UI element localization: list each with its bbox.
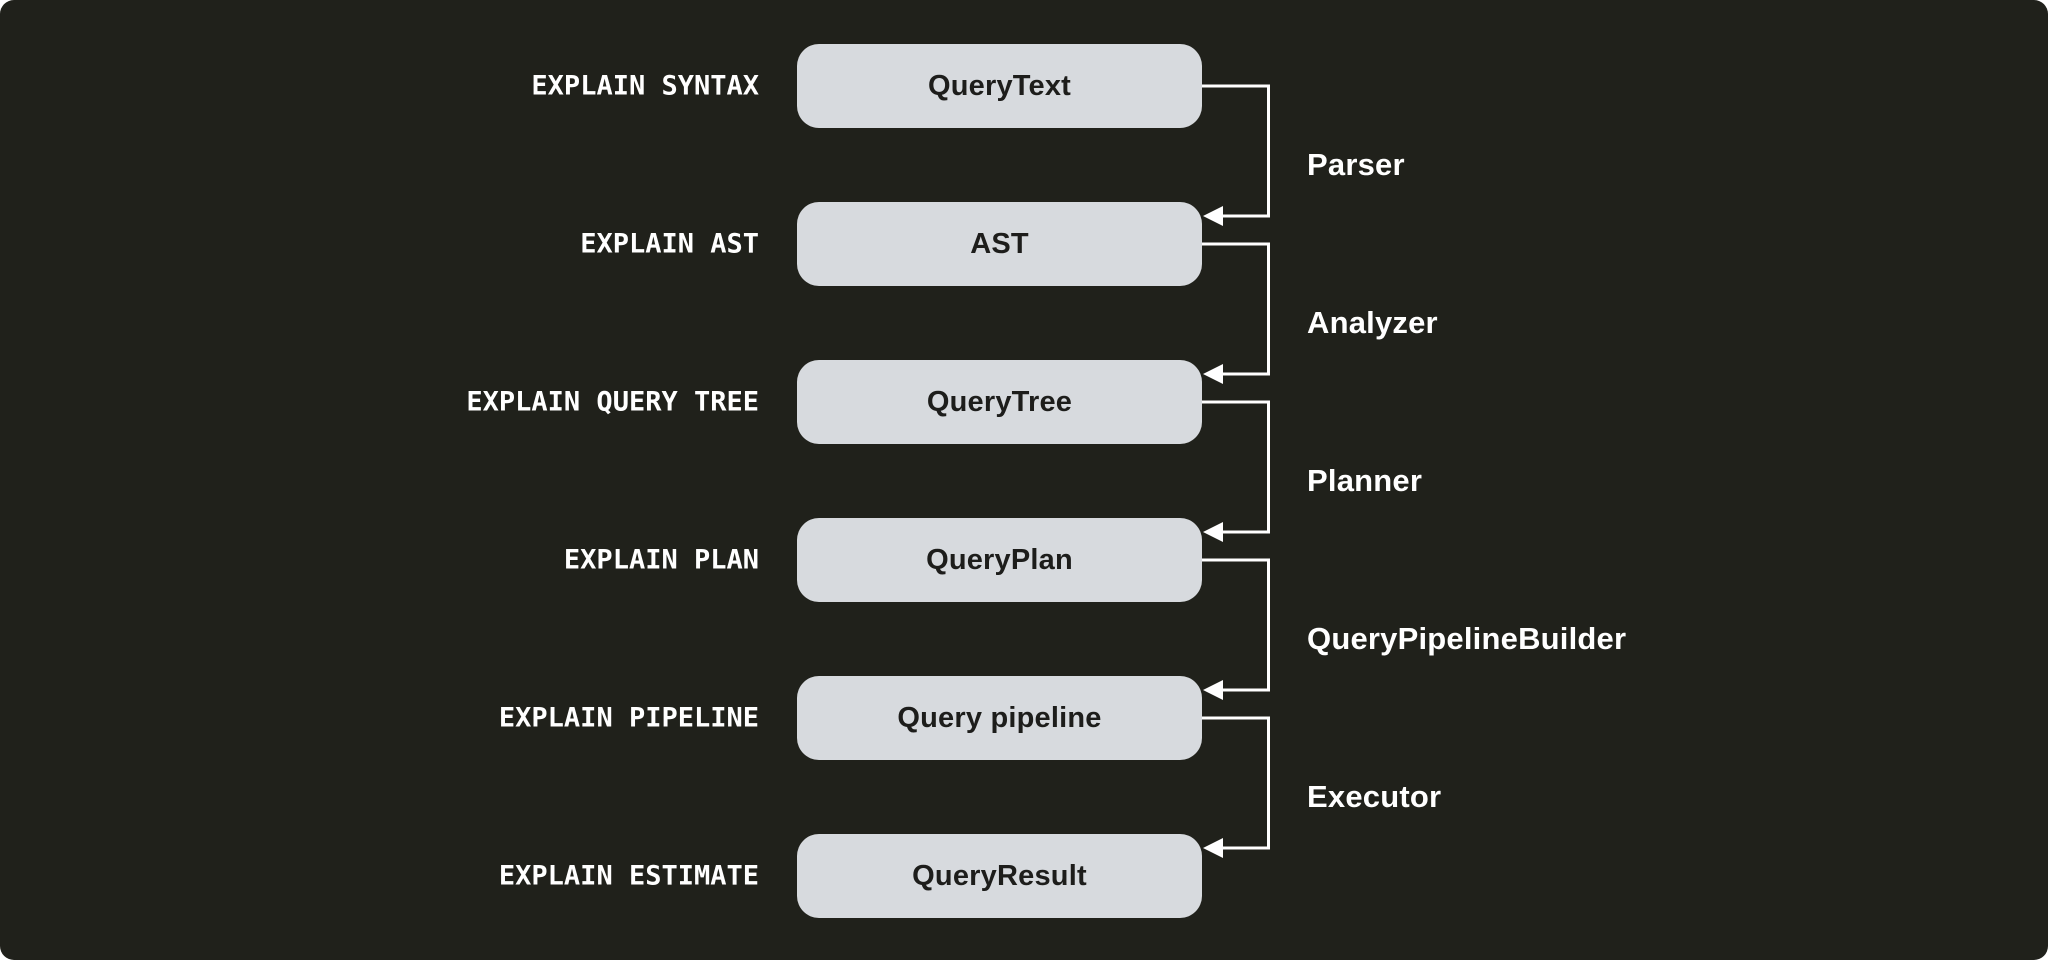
node-box-queryresult: QueryResult: [797, 834, 1202, 918]
arrow-line: [1202, 242, 1270, 376]
arrowhead-icon: [1203, 206, 1223, 226]
arrow-line: [1202, 558, 1270, 692]
explain-syntax-label: EXPLAIN SYNTAX: [531, 70, 759, 102]
node-label: QueryText: [927, 69, 1072, 102]
arrow-line: [1202, 84, 1270, 218]
stage-label-querypipelinebuilder: QueryPipelineBuilder: [1307, 621, 1627, 656]
connector-parser: [1202, 84, 1270, 226]
node-box-ast: AST: [797, 202, 1202, 286]
stage-label-analyzer: Analyzer: [1307, 305, 1438, 340]
explain-pipeline-label: EXPLAIN PIPELINE: [498, 702, 759, 734]
node-label: Query pipeline: [897, 701, 1102, 734]
stage-label-executor: Executor: [1307, 779, 1442, 814]
explain-ast-label: EXPLAIN AST: [580, 228, 759, 260]
node-label: QueryResult: [912, 859, 1087, 892]
node-box-querytext: QueryText: [797, 44, 1202, 128]
node-label: AST: [970, 227, 1029, 260]
node-label: QueryTree: [926, 385, 1073, 418]
arrowhead-icon: [1203, 522, 1223, 542]
connector-analyzer: [1202, 242, 1270, 384]
stage-label-planner: Planner: [1307, 463, 1423, 498]
connector-planner: [1202, 400, 1270, 542]
arrowhead-icon: [1203, 838, 1223, 858]
stage-label-parser: Parser: [1307, 147, 1405, 182]
node-label: QueryPlan: [926, 543, 1073, 576]
arrow-line: [1202, 400, 1270, 534]
node-box-querytree: QueryTree: [797, 360, 1202, 444]
explain-query-tree-label: EXPLAIN QUERY TREE: [466, 386, 759, 418]
node-box-queryplan: QueryPlan: [797, 518, 1202, 602]
node-box-query-pipeline: Query pipeline: [797, 676, 1202, 760]
explain-plan-label: EXPLAIN PLAN: [563, 544, 759, 576]
connector-querypipelinebuilder: [1202, 558, 1270, 700]
arrowhead-icon: [1203, 680, 1223, 700]
explain-estimate-label: EXPLAIN ESTIMATE: [498, 860, 759, 892]
arrow-line: [1202, 716, 1270, 850]
connector-executor: [1202, 716, 1270, 858]
arrowhead-icon: [1203, 364, 1223, 384]
